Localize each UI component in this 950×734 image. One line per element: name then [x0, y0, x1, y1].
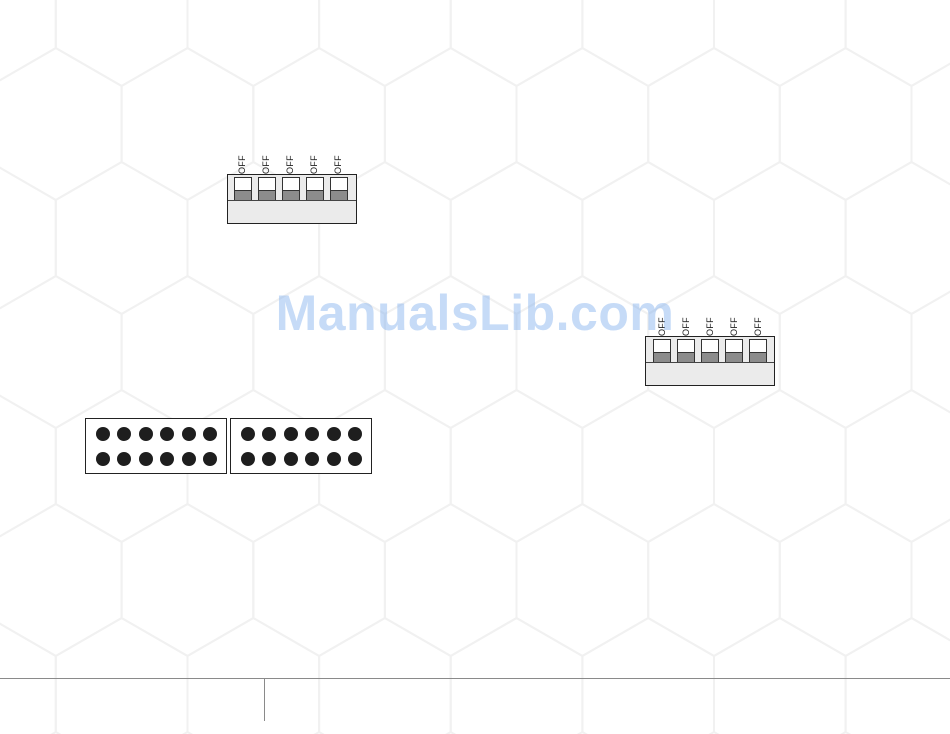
hex-cell — [451, 0, 583, 86]
hex-cell — [912, 504, 950, 656]
header-pin — [182, 452, 196, 466]
dip-switch-right-lever-1 — [654, 352, 670, 362]
dip-switch-top-label-4: OFF — [309, 152, 319, 174]
hex-cell — [385, 504, 517, 656]
hex-cell — [56, 618, 188, 734]
header-pin — [262, 452, 276, 466]
dip-switch-right-toggle-3[interactable] — [701, 339, 719, 362]
hex-cell — [582, 618, 714, 734]
pin-header-right-block — [230, 418, 372, 474]
hex-cell — [846, 618, 950, 734]
hex-cell — [451, 618, 583, 734]
dip-switch-top-label-5: OFF — [333, 152, 343, 174]
hex-cell — [0, 618, 56, 734]
hex-cell — [582, 0, 714, 86]
dip-switch-right-lever-3 — [702, 352, 718, 362]
header-pin — [305, 427, 319, 441]
dip-switch-top-toggle-3[interactable] — [282, 177, 300, 200]
hex-cell — [188, 0, 320, 86]
dip-switch-top-lever-2 — [259, 190, 275, 200]
hex-cell — [122, 504, 254, 656]
header-pin — [96, 427, 110, 441]
dip-switch-top-divider — [228, 200, 356, 201]
dip-switch-top-body — [227, 174, 357, 224]
header-pin — [305, 452, 319, 466]
hex-cell — [846, 390, 950, 542]
dip-switch-right-body — [645, 336, 775, 386]
dip-switch-right-toggle-2[interactable] — [677, 339, 695, 362]
hex-cell — [648, 48, 780, 200]
hex-cell — [0, 0, 56, 86]
footer-column-divider — [264, 679, 265, 721]
dip-switch-top: OFF OFF OFF OFF OFF — [227, 152, 357, 224]
hex-cell — [451, 390, 583, 542]
header-pin — [348, 427, 362, 441]
dip-switch-top-lever-3 — [283, 190, 299, 200]
header-pin — [139, 427, 153, 441]
dip-switch-right-toggle-5[interactable] — [749, 339, 767, 362]
hex-cell — [714, 618, 846, 734]
manualslib-watermark: ManualsLib.com — [0, 284, 950, 342]
dip-switch-top-toggle-1[interactable] — [234, 177, 252, 200]
hex-cell — [648, 504, 780, 656]
dip-switch-top-label-2: OFF — [261, 152, 271, 174]
dip-switch-top-toggle-5[interactable] — [330, 177, 348, 200]
header-pin — [284, 427, 298, 441]
dip-switch-top-lever-4 — [307, 190, 323, 200]
header-pin — [241, 427, 255, 441]
dip-switch-top-label-1: OFF — [237, 152, 247, 174]
hex-cell — [517, 48, 649, 200]
header-pin — [96, 452, 110, 466]
hex-cell — [714, 390, 846, 542]
hex-cell — [517, 504, 649, 656]
dip-switch-top-lever-1 — [235, 190, 251, 200]
dip-switch-top-toggle-4[interactable] — [306, 177, 324, 200]
dip-switch-top-toggle-2[interactable] — [258, 177, 276, 200]
header-pin — [160, 452, 174, 466]
hex-cell — [780, 48, 912, 200]
dip-switch-top-lever-5 — [331, 190, 347, 200]
hex-cell — [912, 48, 950, 200]
hex-cell — [714, 0, 846, 86]
hex-cell — [319, 618, 451, 734]
header-pin — [139, 452, 153, 466]
dip-switch-right-divider — [646, 362, 774, 363]
header-pin — [203, 452, 217, 466]
dip-switch-top-labels: OFF OFF OFF OFF OFF — [227, 152, 357, 174]
header-pin — [327, 452, 341, 466]
header-pin — [327, 427, 341, 441]
dip-switch-right-lever-2 — [678, 352, 694, 362]
hex-cell — [780, 504, 912, 656]
header-pin — [117, 427, 131, 441]
pin-header-left-block — [85, 418, 227, 474]
header-pin — [182, 427, 196, 441]
hex-cell — [319, 0, 451, 86]
header-pin — [160, 427, 174, 441]
header-pin — [348, 452, 362, 466]
dip-switch-top-label-3: OFF — [285, 152, 295, 174]
dip-switch-right-toggle-1[interactable] — [653, 339, 671, 362]
footer-rule — [0, 678, 950, 679]
header-pin — [284, 452, 298, 466]
dip-switch-right-toggle-4[interactable] — [725, 339, 743, 362]
header-pin — [262, 427, 276, 441]
header-pin — [241, 452, 255, 466]
hex-cell — [253, 504, 385, 656]
header-pin — [203, 427, 217, 441]
hex-cell — [582, 390, 714, 542]
hex-cell — [385, 48, 517, 200]
dip-switch-right-lever-5 — [750, 352, 766, 362]
dip-switch-right-lever-4 — [726, 352, 742, 362]
hex-cell — [188, 618, 320, 734]
header-pin — [117, 452, 131, 466]
hex-cell — [56, 0, 188, 86]
